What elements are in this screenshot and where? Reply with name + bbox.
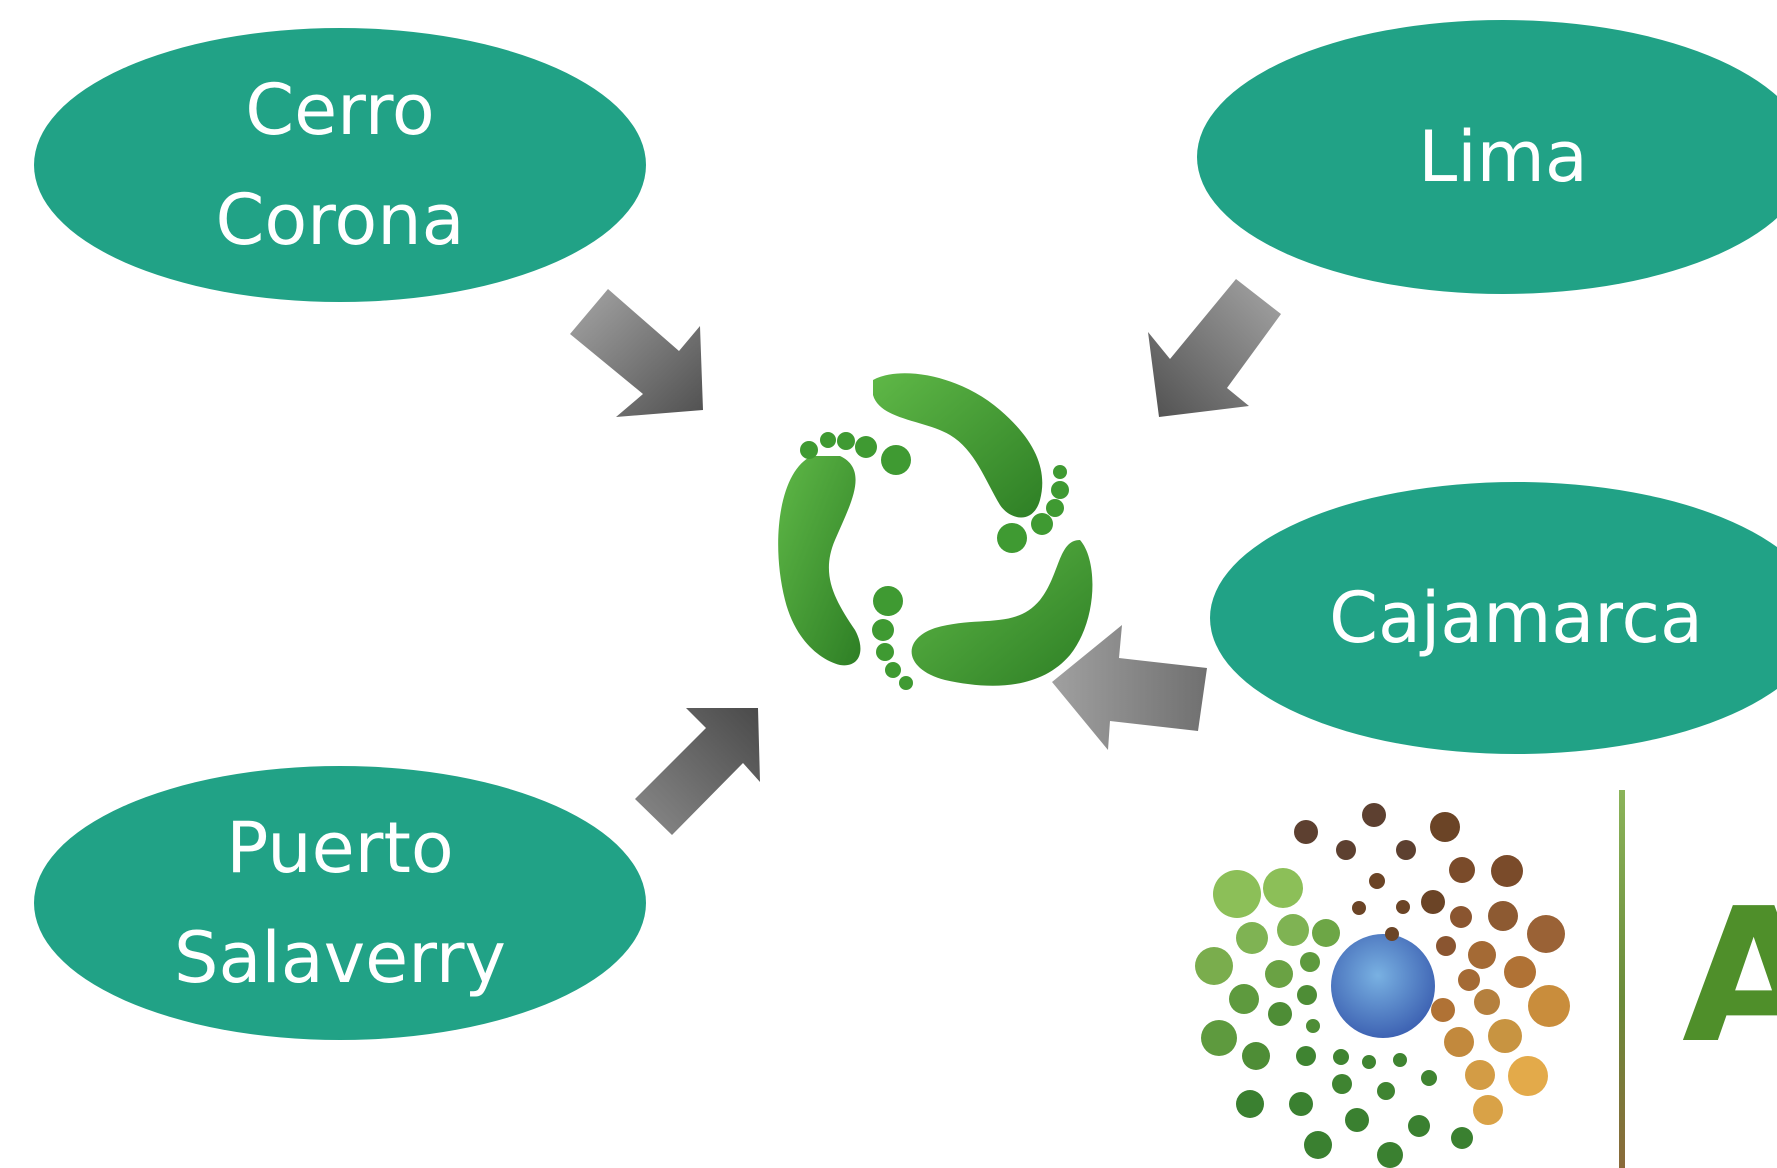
logo-dot [1508,1056,1548,1096]
logo-dot [1396,840,1416,860]
logo-dot [1213,870,1261,918]
logo-dot [1444,1027,1474,1057]
logo-dot [1306,1019,1320,1033]
logo-dot [1242,1042,1270,1070]
node-cerro-corona: Cerro Corona [34,28,646,302]
logo-dot [1431,998,1455,1022]
green-footprint-recycle-icon [778,373,1093,690]
dotted-circle-logo [1195,803,1570,1168]
logo-divider [1619,790,1625,1168]
logo-dot [1304,1131,1332,1159]
logo-dot [1236,1090,1264,1118]
arrow-to-center [635,708,760,835]
logo-dot [1377,1142,1403,1168]
arrow-from-cajamarca [1052,625,1207,750]
arrow-from-lima [1148,279,1281,417]
logo-dot [1451,1127,1473,1149]
logo-dot [1369,873,1385,889]
logo-dot [1333,1049,1349,1065]
logo-dot [1430,812,1460,842]
logo-dot [1458,969,1480,991]
logo-dot [1236,922,1268,954]
logo-dot [1491,855,1523,887]
logo-dot [1393,1053,1407,1067]
logo-dot [1468,941,1496,969]
logo-dot [1362,803,1386,827]
logo-dot [1528,985,1570,1027]
logo-dot [1362,1055,1376,1069]
logo-dot [1263,868,1303,908]
node-lima: Lima [1197,20,1777,294]
logo-dot [1300,952,1320,972]
logo-dot [1265,960,1293,988]
logo-dot [1332,1074,1352,1094]
logo-dot [1352,901,1366,915]
logo-dot [1268,1002,1292,1026]
arrow-from-cerro-corona [570,289,703,417]
node-puerto-salaverry: Puerto Salaverry [34,766,646,1040]
logo-dot [1296,1046,1316,1066]
logo-dot [1345,1108,1369,1132]
logo-dot [1421,890,1445,914]
logo-dot [1504,956,1536,988]
logo-dot [1465,1060,1495,1090]
logo-dot [1289,1092,1313,1116]
logo-dot [1312,919,1340,947]
node-cajamarca: Cajamarca [1210,482,1777,754]
logo-dot [1488,901,1518,931]
logo-dot [1229,984,1259,1014]
logo-letter: A [1682,868,1777,1084]
logo-dot [1385,927,1399,941]
logo-dot [1396,900,1410,914]
logo-dot [1297,985,1317,1005]
logo-dot [1377,1082,1395,1100]
logo-dot [1473,1095,1503,1125]
logo-dot [1474,989,1500,1015]
logo-dot [1450,906,1472,928]
logo-dot [1408,1115,1430,1137]
logo-dot [1436,936,1456,956]
logo-dot [1421,1070,1437,1086]
logo-dot [1294,820,1318,844]
logo-center-dot [1331,934,1435,1038]
logo-dot [1277,914,1309,946]
logo-dot [1336,840,1356,860]
logo-dot [1488,1019,1522,1053]
logo-dot [1527,915,1565,953]
logo-dot [1201,1020,1237,1056]
logo-dot [1449,857,1475,883]
logo-dot [1195,947,1233,985]
